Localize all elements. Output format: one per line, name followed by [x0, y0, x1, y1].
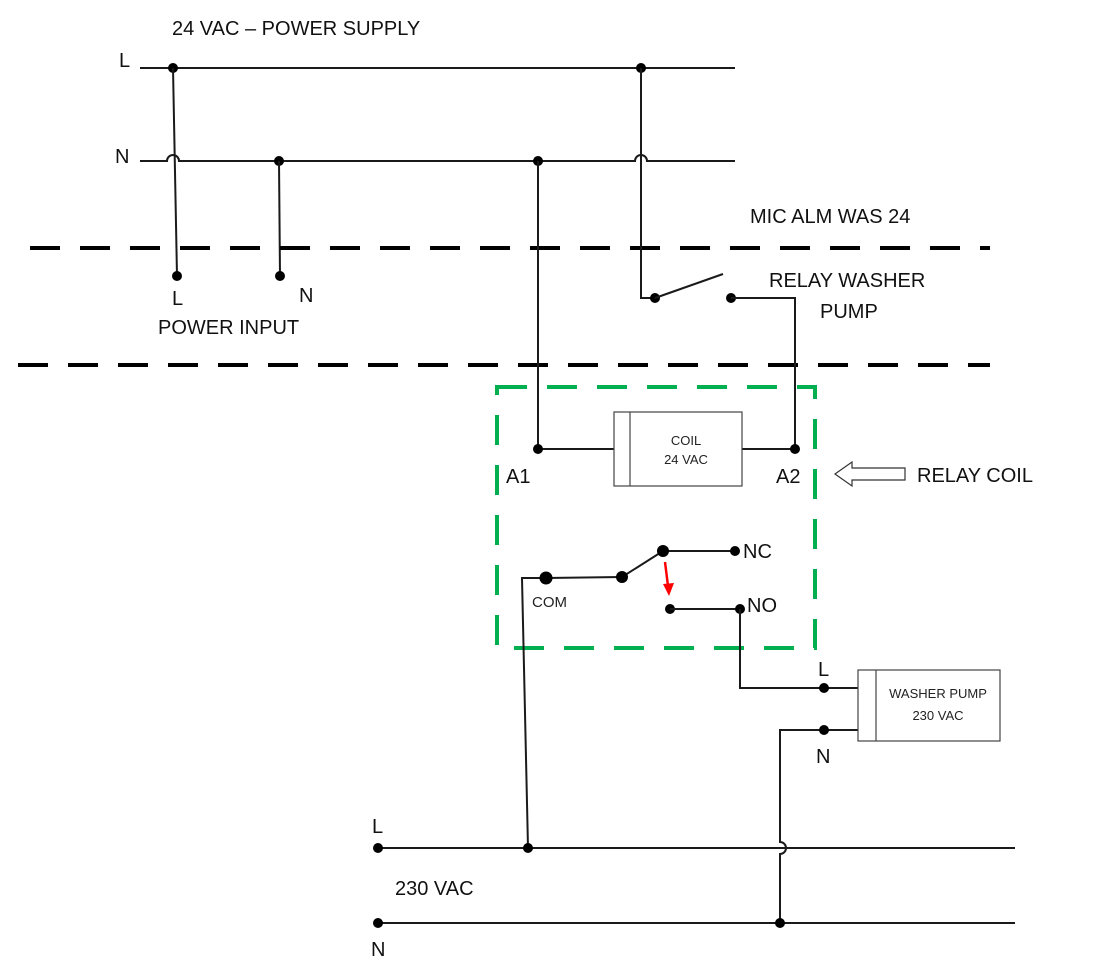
pump-n-label: N: [816, 746, 830, 768]
mains-title: 230 VAC: [395, 878, 474, 900]
washer-pump-voltage: 230 VAC: [912, 708, 963, 723]
no-label: NO: [747, 595, 777, 617]
wire: [731, 297, 796, 449]
com-label: COM: [532, 594, 567, 611]
mains-n-label: N: [371, 939, 385, 961]
a2-label: A2: [776, 466, 800, 488]
red-arrow-icon: [663, 561, 674, 596]
wire: [640, 68, 655, 299]
terminal-dot: [275, 271, 285, 281]
pump-n-dot: [819, 725, 829, 735]
wire: [739, 609, 858, 689]
supply-title: 24 VAC – POWER SUPPLY: [172, 18, 420, 40]
mic-alm-label: MIC ALM WAS 24: [750, 206, 910, 228]
coil-box: [613, 411, 743, 487]
a2-terminal-dot: [790, 444, 800, 454]
power-input-title: POWER INPUT: [158, 317, 299, 339]
washer-pump-box: [857, 669, 1001, 742]
supply-l-label: L: [119, 50, 130, 72]
a1-terminal-dot: [533, 444, 543, 454]
junction-dot: [775, 918, 785, 928]
nc-terminal-dot: [730, 546, 740, 556]
arrow-left-icon: [833, 460, 906, 488]
wire: [278, 160, 281, 277]
pump-l-dot: [819, 683, 829, 693]
mains-l-label: L: [372, 816, 383, 838]
terminal-dot: [373, 918, 383, 928]
washer-pump-label: WASHER PUMP: [889, 686, 987, 701]
terminal-dot: [373, 843, 383, 853]
a1-label: A1: [506, 466, 530, 488]
pivot-dot: [616, 571, 628, 583]
contact-dot: [657, 545, 669, 557]
power-input-n-label: N: [299, 285, 313, 307]
supply-n-label: N: [115, 146, 129, 168]
terminal-dot: [172, 271, 182, 281]
wire: [520, 577, 546, 849]
junction-dot: [523, 843, 533, 853]
contact-blade: [621, 550, 664, 578]
com-terminal-dot: [539, 571, 553, 585]
coil-voltage: 24 VAC: [664, 452, 708, 467]
relay-washer-pump-label: RELAY WASHER: [769, 270, 925, 292]
coil-label: COIL: [671, 433, 701, 448]
relay-boundary: [495, 385, 817, 650]
supply-n-line: [140, 154, 735, 162]
pump-l-label: L: [818, 659, 829, 681]
switch-blade: [654, 273, 724, 299]
wire: [172, 67, 178, 277]
relay-washer-pump-label-2: PUMP: [820, 301, 878, 323]
nc-label: NC: [743, 541, 772, 563]
relay-coil-label: RELAY COIL: [917, 465, 1033, 487]
power-input-l-label: L: [172, 288, 183, 310]
wire: [545, 576, 623, 579]
